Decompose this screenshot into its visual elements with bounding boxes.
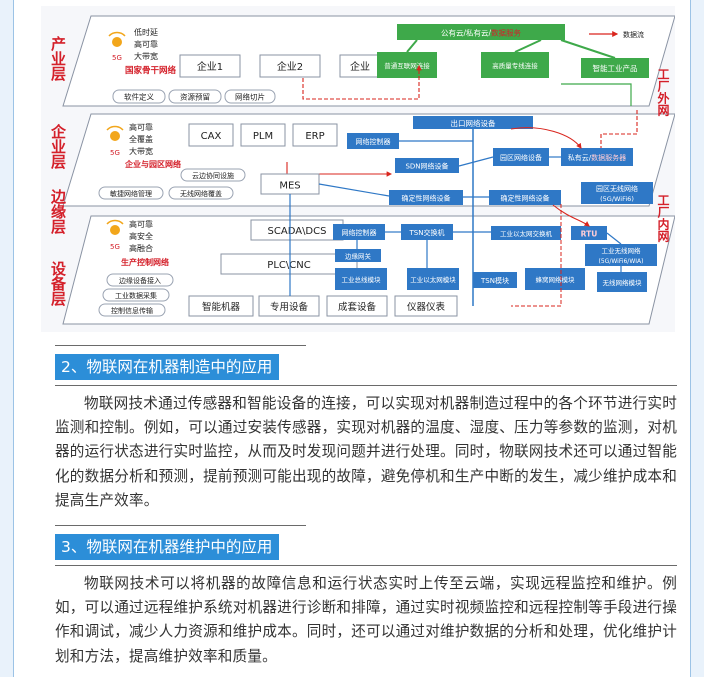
park-device: 园区网络设备 — [500, 153, 542, 162]
industry-feature: 大带宽 — [134, 51, 158, 61]
outbound-device: 出口网络设备 — [451, 118, 496, 128]
device-controller: 网络控制器 — [342, 228, 377, 237]
machine-item: 专用设备 — [270, 301, 309, 313]
private-cloud: 私有云/数据服务器 — [568, 153, 626, 162]
enterprise-function: 敏捷网络管理 — [110, 189, 152, 198]
scada-dcs: SCADA\DCS — [268, 226, 327, 237]
right-label-internal-net: 工厂内网 — [656, 194, 670, 243]
system-erp: ERP — [305, 131, 324, 142]
signal-5g-icon: 5G — [106, 125, 124, 157]
system-plm: PLM — [253, 131, 273, 142]
system-cax: CAX — [201, 131, 222, 142]
paragraph-manufacturing: 物联网技术通过传感器和智能设备的连接，可以实现对机器制造过程中的各个环节进行实时… — [55, 395, 677, 509]
tsn-switch: TSN交换机 — [409, 228, 445, 237]
park-wireless-sub: (5G/WiFi6) — [600, 195, 634, 203]
wireless-module: 无线网络模块 — [603, 278, 643, 287]
sdn-device: SDN网络设备 — [405, 162, 448, 171]
industry-feature: 低时延 — [134, 27, 158, 37]
enterprise-feature: 全覆盖 — [129, 134, 153, 144]
industry-function: 资源预留 — [180, 92, 210, 102]
industry-network-title: 国家骨干网络 — [125, 65, 177, 76]
enterprise-network-title: 企业与园区网络 — [124, 159, 181, 169]
layer-label-industry: 产业层 — [49, 35, 67, 82]
enterprise-node: 企业 — [350, 60, 370, 73]
plc-cnc: PLC\CNC — [267, 260, 310, 271]
section-rule — [55, 525, 306, 526]
mes-system: MES — [279, 181, 300, 192]
right-label-external-net: 工厂外网 — [656, 68, 670, 117]
rtu-node: RTU — [581, 230, 598, 239]
device-function: 工业数据采集 — [115, 291, 157, 300]
paragraph-maintenance: 物联网技术可以将机器的故障信息和运行状态实时上传至云端，实现远程监控和维护。例如… — [55, 575, 677, 665]
public-cloud-title: 公有云/私有云/数据服务 — [441, 28, 522, 38]
svg-text:设备层: 设备层 — [49, 261, 67, 307]
machine-item: 智能机器 — [202, 301, 241, 313]
internet-link: 普通互联网连接 — [384, 61, 430, 70]
enterprise-node: 企业1 — [197, 60, 223, 73]
device-feature: 高融合 — [129, 243, 153, 253]
deterministic-device: 确定性网络设备 — [402, 194, 451, 203]
enterprise-node: 企业2 — [277, 60, 303, 73]
enterprise-controller: 网络控制器 — [356, 137, 391, 146]
industrial-wireless-sub: (5G/WiFi6/WIA) — [599, 258, 644, 265]
enterprise-feature: 高可靠 — [129, 122, 153, 132]
edge-gateway: 边缘网关 — [345, 252, 372, 261]
machine-item: 成套设备 — [338, 301, 377, 313]
industry-feature: 高可靠 — [134, 39, 158, 49]
layer-label-enterprise: 企业层 — [49, 123, 67, 170]
dedicated-link: 高质量专线连接 — [492, 61, 538, 70]
device-function: 边缘设备接入 — [119, 276, 161, 285]
signal-5g-icon: 5G — [106, 219, 124, 251]
bus-module: 工业总线模块 — [342, 275, 382, 284]
legend-data-flow: 数据流 — [623, 30, 644, 39]
industrial-wireless: 工业无线网络 — [602, 246, 642, 255]
svg-text:边缘层: 边缘层 — [49, 189, 67, 235]
device-feature: 高可靠 — [129, 219, 153, 229]
layer-label-edge: 边缘层 — [49, 189, 67, 235]
enterprise-function: 无线网络覆盖 — [180, 189, 222, 198]
enterprise-function: 云边协同设施 — [192, 171, 234, 180]
cellular-module: 蜂窝网络模块 — [536, 275, 576, 284]
iiot-architecture-diagram: 产业层 企业层 边缘层 设备层 工厂外网 工厂内网 5G 低时延 高可靠 大带宽 — [41, 6, 676, 332]
svg-text:5G: 5G — [110, 243, 120, 251]
device-function: 控制信息传输 — [111, 306, 153, 315]
deterministic-device: 确定性网络设备 — [501, 194, 550, 203]
park-wireless: 园区无线网络 — [596, 184, 638, 193]
layer-label-device: 设备层 — [49, 261, 67, 307]
ethernet-switch: 工业以太网交换机 — [500, 229, 553, 238]
industry-function: 软件定义 — [124, 92, 154, 102]
machine-item: 仪器仪表 — [407, 301, 446, 313]
section-rule — [55, 565, 677, 566]
tsn-module: TSN模块 — [480, 276, 509, 285]
industry-function: 网络切片 — [235, 92, 265, 102]
section-rule — [55, 385, 677, 386]
section-title-maintenance: 3、物联网在机器维护中的应用 — [55, 534, 280, 560]
device-feature: 高安全 — [129, 231, 153, 241]
svg-text:企业层: 企业层 — [49, 123, 67, 170]
article-page: 产业层 企业层 边缘层 设备层 工厂外网 工厂内网 5G 低时延 高可靠 大带宽 — [13, 0, 691, 677]
svg-text:5G: 5G — [112, 54, 122, 62]
smart-product: 智能工业产品 — [593, 63, 638, 73]
svg-text:5G: 5G — [110, 149, 120, 157]
machine-row: 智能机器 专用设备 成套设备 仪器仪表 — [188, 295, 458, 317]
svg-text:产业层: 产业层 — [49, 35, 67, 82]
ethernet-module: 工业以太网模块 — [410, 275, 456, 284]
section-rule — [55, 345, 306, 346]
device-network-title: 生产控制网络 — [121, 257, 169, 267]
enterprise-feature: 大带宽 — [129, 146, 153, 156]
signal-5g-icon: 5G — [108, 31, 126, 62]
section-title-manufacturing: 2、物联网在机器制造中的应用 — [55, 354, 280, 380]
